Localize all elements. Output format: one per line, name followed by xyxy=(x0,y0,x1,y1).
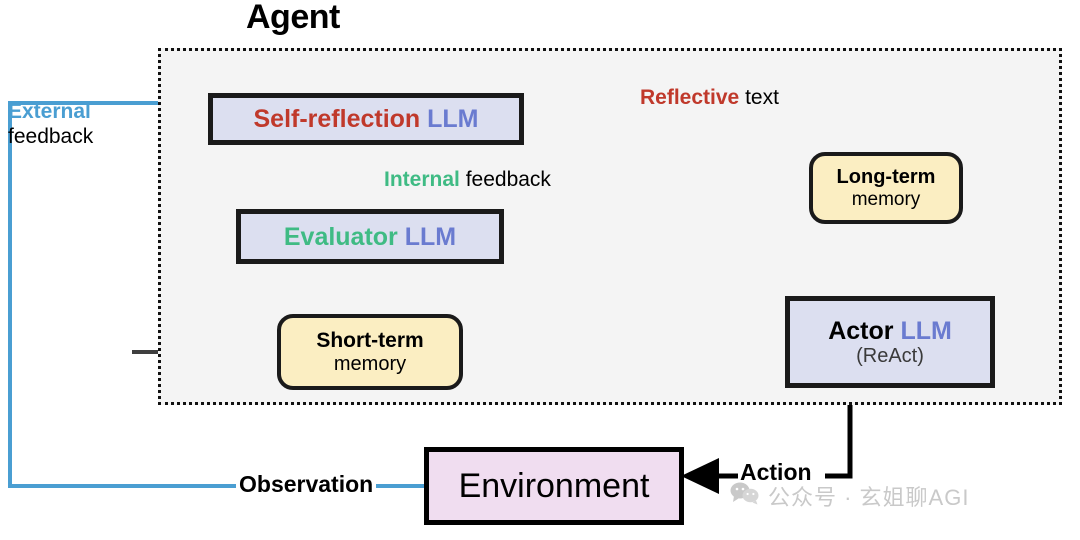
watermark-text: 公众号 · 玄姐聊AGI xyxy=(768,485,970,510)
external-feedback-word1: External xyxy=(8,100,91,123)
node-long-term-memory[interactable]: Long-term memory xyxy=(809,152,963,224)
page-title: Agent xyxy=(246,0,340,36)
actor-subtitle: (ReAct) xyxy=(856,344,924,367)
label-internal-feedback: Internal feedback xyxy=(384,168,551,193)
node-environment[interactable]: Environment xyxy=(424,447,684,525)
watermark: 公众号 · 玄姐聊AGI xyxy=(730,480,969,512)
label-external-feedback: External feedback xyxy=(8,100,93,150)
internal-feedback-word2: feedback xyxy=(465,168,551,191)
short-term-line2: memory xyxy=(333,352,407,375)
reflective-text-word1: Reflective xyxy=(640,86,740,109)
internal-feedback-word1: Internal xyxy=(384,168,460,191)
self-reflection-word2: LLM xyxy=(427,105,479,133)
node-actor-llm[interactable]: Actor LLM (ReAct) xyxy=(785,296,995,388)
short-term-line1: Short-term xyxy=(316,329,424,353)
long-term-line2: memory xyxy=(851,188,921,210)
label-reflective-text: Reflective text xyxy=(640,86,779,111)
evaluator-word2: LLM xyxy=(404,222,457,251)
self-reflection-word1: Self-reflection xyxy=(253,105,421,133)
node-self-reflection-llm[interactable]: Self-reflection LLM xyxy=(208,93,524,145)
actor-word1: Actor xyxy=(828,316,894,345)
long-term-line1: Long-term xyxy=(836,166,936,189)
environment-label: Environment xyxy=(458,466,650,505)
label-action: Action xyxy=(740,459,812,485)
actor-word2: LLM xyxy=(900,316,952,345)
node-short-term-memory[interactable]: Short-term memory xyxy=(277,314,463,390)
label-observation: Observation xyxy=(236,471,377,499)
wechat-icon xyxy=(730,481,760,511)
reflective-text-word2: text xyxy=(745,86,779,109)
external-feedback-word2: feedback xyxy=(8,124,94,148)
node-evaluator-llm[interactable]: Evaluator LLM xyxy=(236,209,504,264)
evaluator-word1: Evaluator xyxy=(283,222,398,251)
